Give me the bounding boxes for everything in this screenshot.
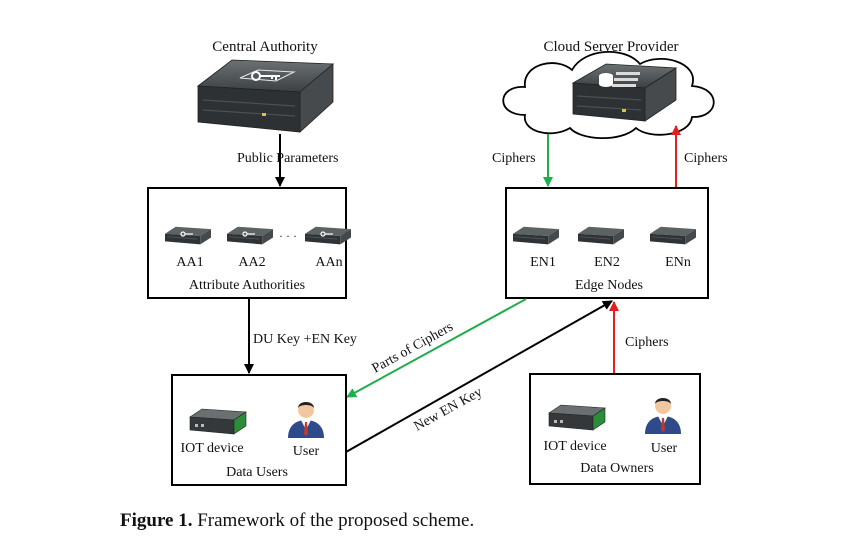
- figure-caption-text: Framework of the proposed scheme.: [192, 510, 475, 531]
- data-owners-user-label: User: [651, 441, 678, 456]
- attribute-authorities-box: [147, 187, 347, 299]
- cloud-server-icon: [571, 63, 678, 122]
- parts-of-ciphers-label: Parts of Ciphers: [370, 320, 456, 377]
- en-label-1: EN1: [530, 255, 556, 270]
- data-users-title: Data Users: [226, 465, 288, 480]
- du-key-label: DU Key +EN Key: [253, 332, 357, 347]
- data-users-box: [171, 374, 347, 486]
- central-authority-title: Central Authority: [212, 39, 318, 55]
- parts-of-ciphers-arrow: [346, 298, 527, 398]
- iot-device-icon: [189, 408, 247, 435]
- figure-caption: Figure 1. Framework of the proposed sche…: [120, 510, 474, 532]
- key-icon: [180, 231, 193, 237]
- data-owners-iot-label: IOT device: [543, 439, 606, 454]
- new-en-key-label: New EN Key: [412, 385, 485, 435]
- en-label-2: EN2: [594, 255, 620, 270]
- ciphers-down-label: Ciphers: [492, 151, 536, 166]
- figure-caption-prefix: Figure 1.: [120, 510, 193, 531]
- central-authority-server-icon: [196, 59, 335, 133]
- data-owners-box: [529, 373, 701, 485]
- user-icon: [288, 402, 324, 438]
- data-owners-title: Data Owners: [580, 461, 653, 476]
- ciphers-up-label: Ciphers: [684, 151, 728, 166]
- public-parameters-label: Public Parameters: [237, 151, 338, 166]
- en2-server-icon: [578, 226, 624, 245]
- ciphers-owner-label: Ciphers: [625, 335, 669, 350]
- enn-server-icon: [650, 226, 696, 245]
- aa1-server-icon: [165, 226, 211, 245]
- cloud-server-provider-title: Cloud Server Provider: [544, 39, 679, 55]
- new-en-key-arrow: [345, 300, 613, 453]
- attribute-authorities-title: Attribute Authorities: [189, 278, 305, 293]
- edge-nodes-title: Edge Nodes: [575, 278, 643, 293]
- aan-server-icon: [305, 226, 351, 245]
- aa-label-n: AAn: [315, 255, 342, 270]
- user-icon: [645, 398, 681, 434]
- aa-label-1: AA1: [176, 255, 203, 270]
- aa-label-2: AA2: [238, 255, 265, 270]
- key-icon: [320, 231, 333, 237]
- aa-ellipsis: · · ·: [279, 229, 297, 243]
- framework-diagram: Central Authority Public Parameters · · …: [147, 39, 728, 486]
- iot-device-icon: [548, 404, 606, 431]
- key-icon: [239, 69, 296, 82]
- edge-nodes-box: [505, 187, 709, 299]
- en-label-n: ENn: [665, 255, 691, 270]
- data-users-user-label: User: [293, 444, 320, 459]
- en1-server-icon: [513, 226, 559, 245]
- data-users-iot-label: IOT device: [180, 441, 243, 456]
- database-icon: [599, 72, 640, 87]
- key-icon: [242, 231, 255, 237]
- aa2-server-icon: [227, 226, 273, 245]
